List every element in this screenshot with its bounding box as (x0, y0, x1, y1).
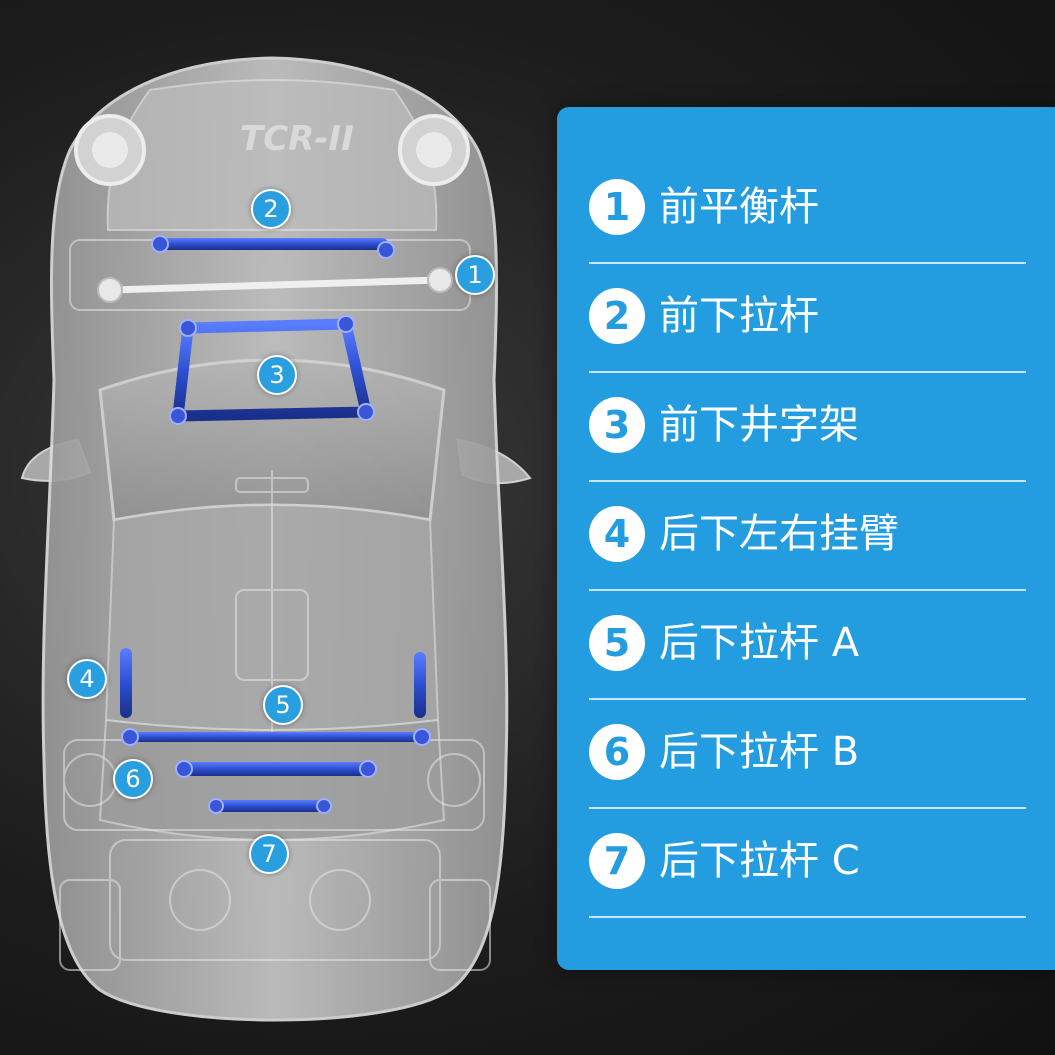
legend-label: 后下拉杆 C (659, 838, 860, 884)
legend-number: 2 (589, 288, 645, 344)
left-headlight-inner (92, 132, 128, 168)
legend-item-4: 4 后下左右挂臂 (589, 482, 1026, 591)
front-lower-bar (151, 235, 395, 259)
legend-item-5: 5 后下拉杆 A (589, 591, 1026, 700)
hood-badge: TCR-II (240, 119, 354, 159)
legend-label: 前平衡杆 (659, 184, 819, 230)
legend-number: 1 (589, 179, 645, 235)
marker-3: 3 (257, 355, 297, 395)
legend-item-6: 6 后下拉杆 B (589, 700, 1026, 809)
legend-number: 6 (589, 724, 645, 780)
legend-number: 7 (589, 833, 645, 889)
legend-number: 4 (589, 506, 645, 562)
legend-item-2: 2 前下拉杆 (589, 264, 1026, 373)
marker-7: 7 (249, 834, 289, 874)
front-lower-frame-joints (169, 315, 375, 425)
right-headlight-inner (416, 132, 452, 168)
legend-item-3: 3 前下井字架 (589, 373, 1026, 482)
legend-label: 前下井字架 (659, 402, 859, 448)
rear-lower-bar-b (175, 760, 377, 778)
legend-number: 3 (589, 397, 645, 453)
rear-window (98, 718, 446, 841)
marker-6: 6 (113, 759, 153, 799)
legend-label: 后下拉杆 A (659, 620, 860, 666)
front-strut-bar (97, 267, 453, 303)
legend-item-7: 7 后下拉杆 C (589, 809, 1026, 918)
legend-number: 5 (589, 615, 645, 671)
marker-2: 2 (251, 189, 291, 229)
marker-5: 5 (263, 685, 303, 725)
legend-panel: 1 前平衡杆 2 前下拉杆 3 前下井字架 4 后下左右挂臂 5 后下拉杆 A … (557, 107, 1055, 970)
legend-item-1: 1 前平衡杆 (589, 155, 1026, 264)
legend-label: 前下拉杆 (659, 293, 819, 339)
rear-lower-bar-c (208, 798, 332, 814)
rear-lower-bar-a (121, 728, 431, 746)
marker-4: 4 (67, 659, 107, 699)
rear-lower-arms (120, 648, 426, 718)
legend-label: 后下左右挂臂 (659, 511, 899, 557)
marker-1: 1 (455, 255, 495, 295)
legend-label: 后下拉杆 B (659, 729, 860, 775)
